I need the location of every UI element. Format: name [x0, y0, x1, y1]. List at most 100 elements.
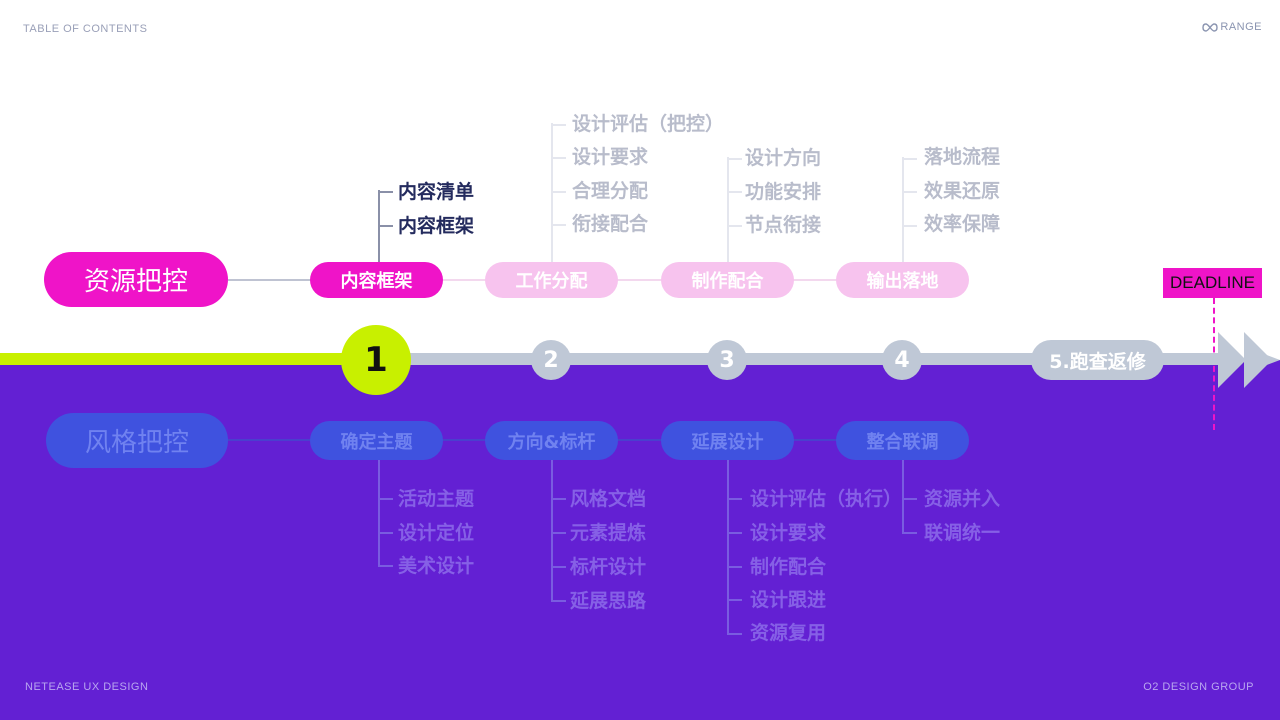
stage4-bottom-tick-1	[902, 498, 917, 500]
milestone-5[interactable]: 5.跑查返修	[1031, 340, 1164, 380]
stage2-bottom-tick-3	[551, 566, 566, 568]
stage2-bottom-item-3: 标杆设计	[570, 556, 647, 578]
style-stage-connector	[443, 439, 838, 441]
stage3-top-tick-3	[727, 225, 742, 227]
stage2-top-item-3: 合理分配	[572, 180, 649, 202]
stage4-bottom-label: 整合联调	[866, 431, 939, 453]
style-control-pill[interactable]: 风格把控	[46, 413, 228, 468]
stage3-bottom-pill[interactable]: 延展设计	[661, 421, 794, 460]
style-connector	[228, 439, 313, 441]
resource-control-label: 资源把控	[83, 267, 188, 297]
stage4-bottom-pill[interactable]: 整合联调	[836, 421, 969, 460]
milestone-1-label: 1	[364, 340, 388, 380]
stage3-bottom-tick-5	[727, 633, 742, 635]
stage2-bottom-tick-4	[551, 600, 566, 602]
stage1-bottom-tick-3	[378, 565, 393, 567]
stage3-bottom-item-5: 资源复用	[750, 622, 827, 644]
footer-right-label: O2 DESIGN GROUP	[1143, 681, 1254, 693]
toc-label: TABLE OF CONTENTS	[23, 23, 148, 35]
stage3-bottom-item-2: 设计要求	[750, 522, 827, 544]
stage1-top-tick-2	[378, 225, 393, 227]
stage3-bottom-tick-3	[727, 566, 742, 568]
stage1-bottom-pill[interactable]: 确定主题	[310, 421, 443, 460]
stage2-bottom-pill[interactable]: 方向&标杆	[485, 421, 618, 460]
stage4-top-vline	[902, 157, 904, 263]
milestone-1[interactable]: 1	[341, 325, 411, 395]
stage1-top-tick-1	[378, 191, 393, 193]
stage3-top-pill[interactable]: 制作配合	[661, 262, 794, 298]
stage3-top-label: 制作配合	[691, 271, 764, 292]
stage4-top-label: 输出落地	[866, 271, 939, 292]
stage2-top-tick-3	[551, 191, 566, 193]
stage1-top-label: 内容框架	[340, 271, 413, 292]
stage4-bottom-vline	[902, 460, 904, 533]
stage4-top-item-3: 效率保障	[924, 213, 1001, 235]
stage2-bottom-item-4: 延展思路	[570, 590, 647, 612]
stage2-top-tick-4	[551, 224, 566, 226]
stage1-bottom-item-2: 设计定位	[398, 522, 475, 544]
stage4-bottom-item-2: 联调统一	[924, 522, 1001, 544]
stage3-bottom-item-4: 设计跟进	[750, 589, 827, 611]
milestone-4[interactable]: 4	[882, 340, 922, 380]
stage1-top-item-2: 内容框架	[398, 215, 475, 237]
stage3-bottom-vline	[727, 460, 729, 634]
resource-control-pill[interactable]: 资源把控	[44, 252, 228, 307]
stage2-top-label: 工作分配	[515, 271, 588, 292]
stage1-bottom-tick-1	[378, 498, 393, 500]
stage1-bottom-item-1: 活动主题	[398, 488, 475, 510]
stage3-top-vline	[727, 157, 729, 263]
milestone-5-label: 5.跑查返修	[1049, 350, 1146, 373]
stage3-bottom-tick-4	[727, 599, 742, 601]
stage1-top-pill[interactable]: 内容框架	[310, 262, 443, 298]
stage4-bottom-item-1: 资源并入	[924, 488, 1001, 510]
timeline-progress	[0, 353, 358, 365]
stage3-bottom-label: 延展设计	[691, 431, 764, 453]
stage3-top-item-1: 设计方向	[745, 147, 822, 169]
stage4-bottom-tick-2	[902, 532, 917, 534]
stage1-bottom-tick-2	[378, 532, 393, 534]
stage4-top-tick-2	[902, 191, 917, 193]
footer-left-label: NETEASE UX DESIGN	[25, 681, 149, 693]
timeline-arrow-icon	[1218, 332, 1280, 388]
stage2-bottom-label: 方向&标杆	[507, 431, 596, 453]
stage3-bottom-tick-1	[727, 498, 742, 500]
stage3-top-tick-1	[727, 158, 742, 160]
stage4-top-pill[interactable]: 输出落地	[836, 262, 969, 298]
milestone-2-label: 2	[543, 347, 559, 373]
style-control-label: 风格把控	[84, 428, 189, 458]
milestone-3-label: 3	[719, 347, 735, 373]
stage4-top-item-1: 落地流程	[924, 146, 1001, 168]
stage3-bottom-item-1: 设计评估（执行）	[750, 488, 903, 510]
stage4-top-item-2: 效果还原	[924, 180, 1001, 202]
stage3-top-item-3: 节点衔接	[745, 214, 822, 236]
milestone-3[interactable]: 3	[707, 340, 747, 380]
stage2-top-tick-1	[551, 124, 566, 126]
deadline-badge: DEADLINE	[1163, 268, 1262, 298]
stage1-bottom-label: 确定主题	[340, 431, 413, 453]
stage3-bottom-item-3: 制作配合	[750, 556, 827, 578]
resource-connector	[228, 279, 313, 281]
brand-logo: RANGE	[1202, 21, 1262, 33]
stage2-bottom-item-1: 风格文档	[570, 488, 647, 510]
stage2-top-item-1: 设计评估（把控）	[572, 113, 725, 135]
stage2-top-item-2: 设计要求	[572, 146, 649, 168]
stage2-top-pill[interactable]: 工作分配	[485, 262, 618, 298]
stage4-top-tick-1	[902, 158, 917, 160]
stage4-top-tick-3	[902, 225, 917, 227]
stage2-bottom-item-2: 元素提炼	[570, 522, 647, 544]
stage2-top-tick-2	[551, 157, 566, 159]
stage3-bottom-tick-2	[727, 532, 742, 534]
stage3-top-tick-2	[727, 191, 742, 193]
milestone-2[interactable]: 2	[531, 340, 571, 380]
milestone-4-label: 4	[894, 347, 910, 373]
stage3-top-item-2: 功能安排	[745, 181, 822, 203]
stage2-bottom-vline	[551, 460, 553, 601]
infinity-icon	[1202, 22, 1219, 32]
stage2-bottom-tick-1	[551, 498, 566, 500]
stage1-top-item-1: 内容清单	[398, 181, 475, 203]
stage1-bottom-vline	[378, 460, 380, 566]
stage2-top-vline	[551, 123, 553, 263]
stage1-bottom-item-3: 美术设计	[398, 555, 475, 577]
stage2-top-item-4: 衔接配合	[572, 213, 649, 235]
brand-label: RANGE	[1220, 21, 1262, 33]
